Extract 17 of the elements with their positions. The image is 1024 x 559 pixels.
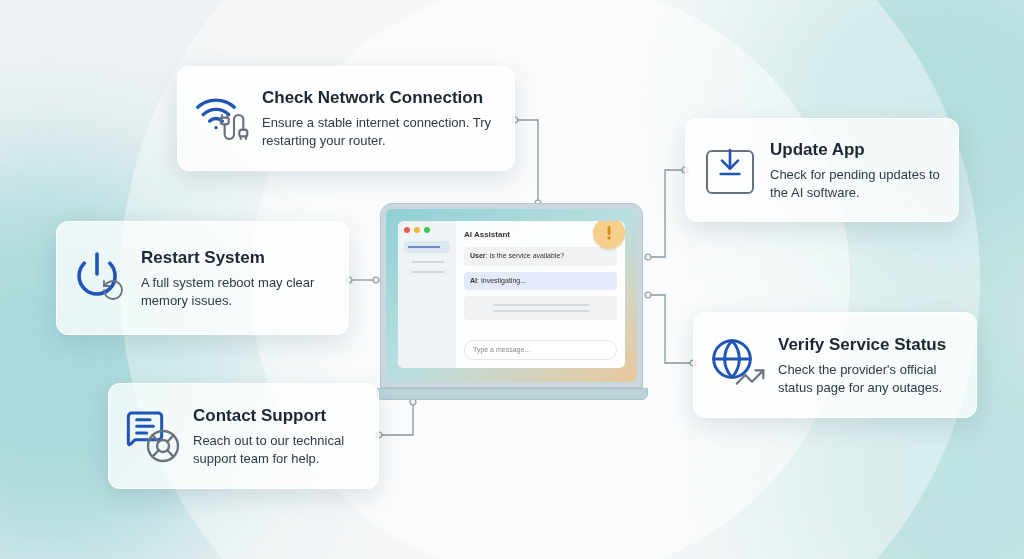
card-title: Contact Support <box>193 404 328 426</box>
card-title: Verify Service Status <box>778 333 948 355</box>
tip-card <box>693 312 977 418</box>
tip-card <box>108 383 379 489</box>
card-title: Restart System <box>141 246 266 268</box>
card-title: Update App <box>770 138 866 160</box>
tip-card <box>685 118 959 222</box>
chat-title: AI Assistant <box>464 229 511 241</box>
tip-card <box>56 221 349 335</box>
card-description: Ensure a stable internet connection. Try restarting your router. <box>262 114 493 150</box>
card-description: Check for pending updates to the AI software. <box>770 165 941 202</box>
laptop-drawing <box>376 203 648 402</box>
card-description: Reach out to our technical support team for help. <box>193 431 346 468</box>
card-description: Check the provider's official status page for any outages. <box>778 360 944 397</box>
card-title: Check Network Connection <box>262 87 485 109</box>
card-description: A full system reboot may clear memory issues. <box>141 273 316 310</box>
tip-card <box>177 66 515 171</box>
